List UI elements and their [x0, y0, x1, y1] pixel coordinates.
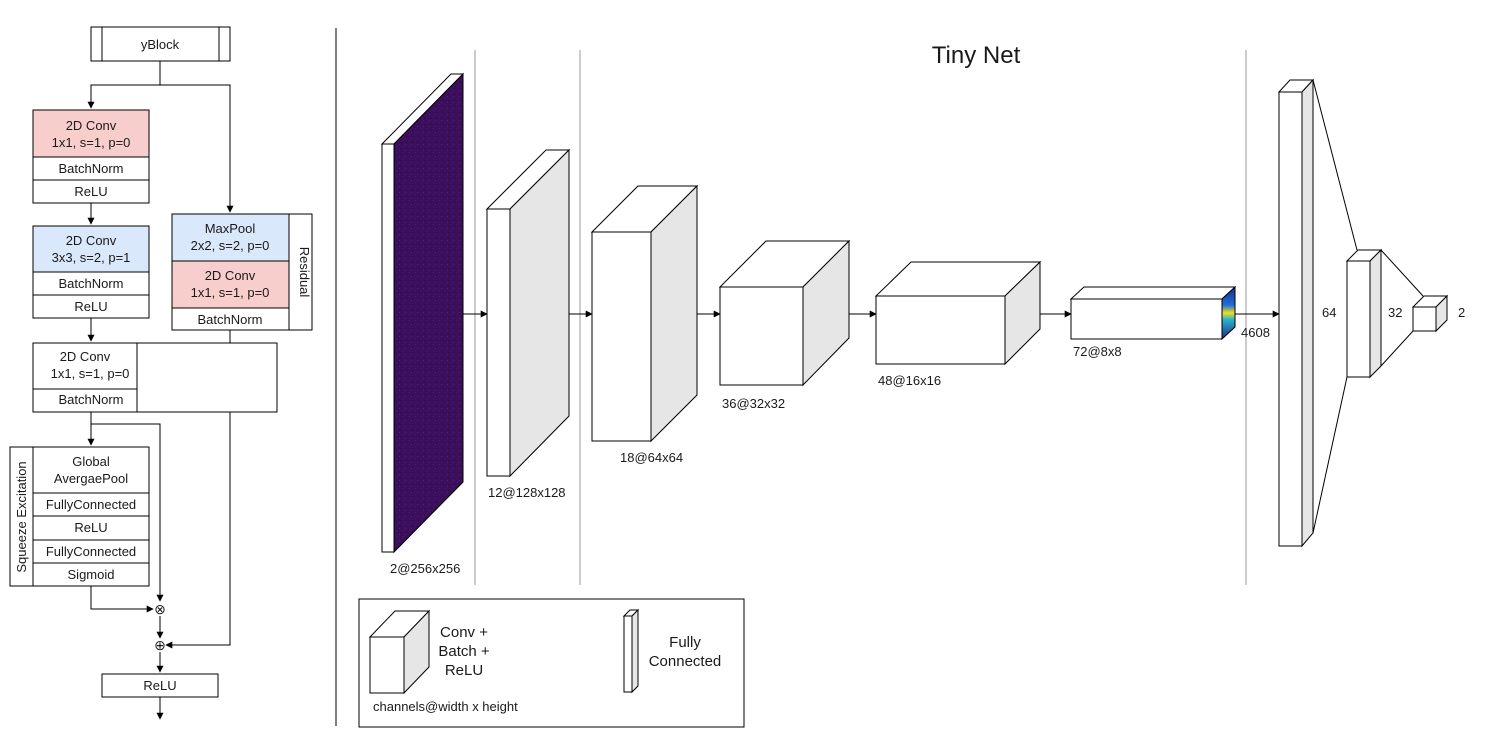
yblock-diagram: yBlock 2D Conv 1x1, s=1, p=0 BatchNorm R… [9, 26, 313, 720]
conv2-label: 2D Conv [66, 233, 117, 248]
residual-conv-label: 2D Conv [205, 268, 256, 283]
legend-conv-icon [368, 609, 431, 695]
se-fc1-label: FullyConnected [46, 497, 136, 512]
conv-layer-5 [1069, 285, 1237, 341]
se-label: Squeeze Excitation [14, 461, 29, 572]
se-gap-label2: AvergaePool [54, 471, 128, 486]
legend-conv-line2: Batch + [438, 643, 490, 660]
conv-layer-1 [485, 148, 571, 478]
fc-layer-64 [1277, 78, 1315, 548]
legend-conv-caption: channels@width x height [373, 699, 518, 714]
fc-label-64: 64 [1322, 305, 1336, 320]
conv3-params: 1x1, s=1, p=0 [51, 366, 130, 381]
legend-conv-line1: Conv + [440, 624, 488, 641]
bn3-label: BatchNorm [58, 392, 123, 407]
final-relu-label: ReLU [143, 678, 176, 693]
conv1-params: 1x1, s=1, p=0 [52, 135, 131, 150]
residual-bn-label: BatchNorm [197, 312, 262, 327]
layer-label-4: 36@32x32 [722, 396, 785, 411]
add-symbol: ⊕ [154, 637, 166, 653]
multiply-symbol: ⊗ [154, 601, 166, 617]
residual-conv-params: 1x1, s=1, p=0 [191, 285, 270, 300]
conv3-label: 2D Conv [60, 349, 111, 364]
bn2-label: BatchNorm [58, 276, 123, 291]
net-title: Tiny Net [932, 42, 1021, 69]
relu1-label: ReLU [74, 184, 107, 199]
layer-label-6: 72@8x8 [1073, 344, 1122, 359]
tinynet-diagram: Tiny Net 2@256x256 12@128x128 18@64x64 [380, 42, 1465, 585]
yblock-title: yBlock [141, 37, 180, 52]
layer-label-3: 18@64x64 [620, 450, 683, 465]
layer-label-1: 2@256x256 [390, 561, 460, 576]
residual-label: Residual [297, 247, 312, 298]
legend-fc-line2: Connected [649, 653, 722, 670]
legend-conv-line3: ReLU [445, 662, 483, 679]
conv-layer-2 [590, 184, 699, 443]
layer-label-2: 12@128x128 [488, 485, 566, 500]
legend: Conv + Batch + ReLU channels@width x hei… [358, 598, 745, 728]
se-relu-label: ReLU [74, 520, 107, 535]
bn1-label: BatchNorm [58, 161, 123, 176]
conv2-params: 3x3, s=2, p=1 [52, 250, 131, 265]
fc-label-2: 2 [1458, 305, 1465, 320]
input-layer [380, 72, 465, 554]
conv3-block [32, 342, 278, 413]
maxpool-params: 2x2, s=2, p=0 [191, 238, 270, 253]
legend-fc-icon [622, 608, 640, 694]
se-gap-label: Global [72, 454, 110, 469]
layer-label-5: 48@16x16 [878, 373, 941, 388]
conv-layer-3 [718, 239, 851, 387]
maxpool-label: MaxPool [205, 221, 256, 236]
se-fc2-label: FullyConnected [46, 544, 136, 559]
fc-layer-32 [1345, 248, 1383, 379]
relu2-label: ReLU [74, 299, 107, 314]
flatten-label: 4608 [1241, 325, 1270, 340]
conv1-block [32, 109, 150, 158]
fc-label-32: 32 [1388, 305, 1402, 320]
fc-layer-2 [1411, 294, 1449, 333]
legend-fc-line1: Fully [669, 634, 701, 651]
conv2-block [32, 225, 150, 273]
se-sigmoid-label: Sigmoid [68, 567, 115, 582]
conv-layer-4 [874, 260, 1042, 366]
conv1-label: 2D Conv [66, 118, 117, 133]
